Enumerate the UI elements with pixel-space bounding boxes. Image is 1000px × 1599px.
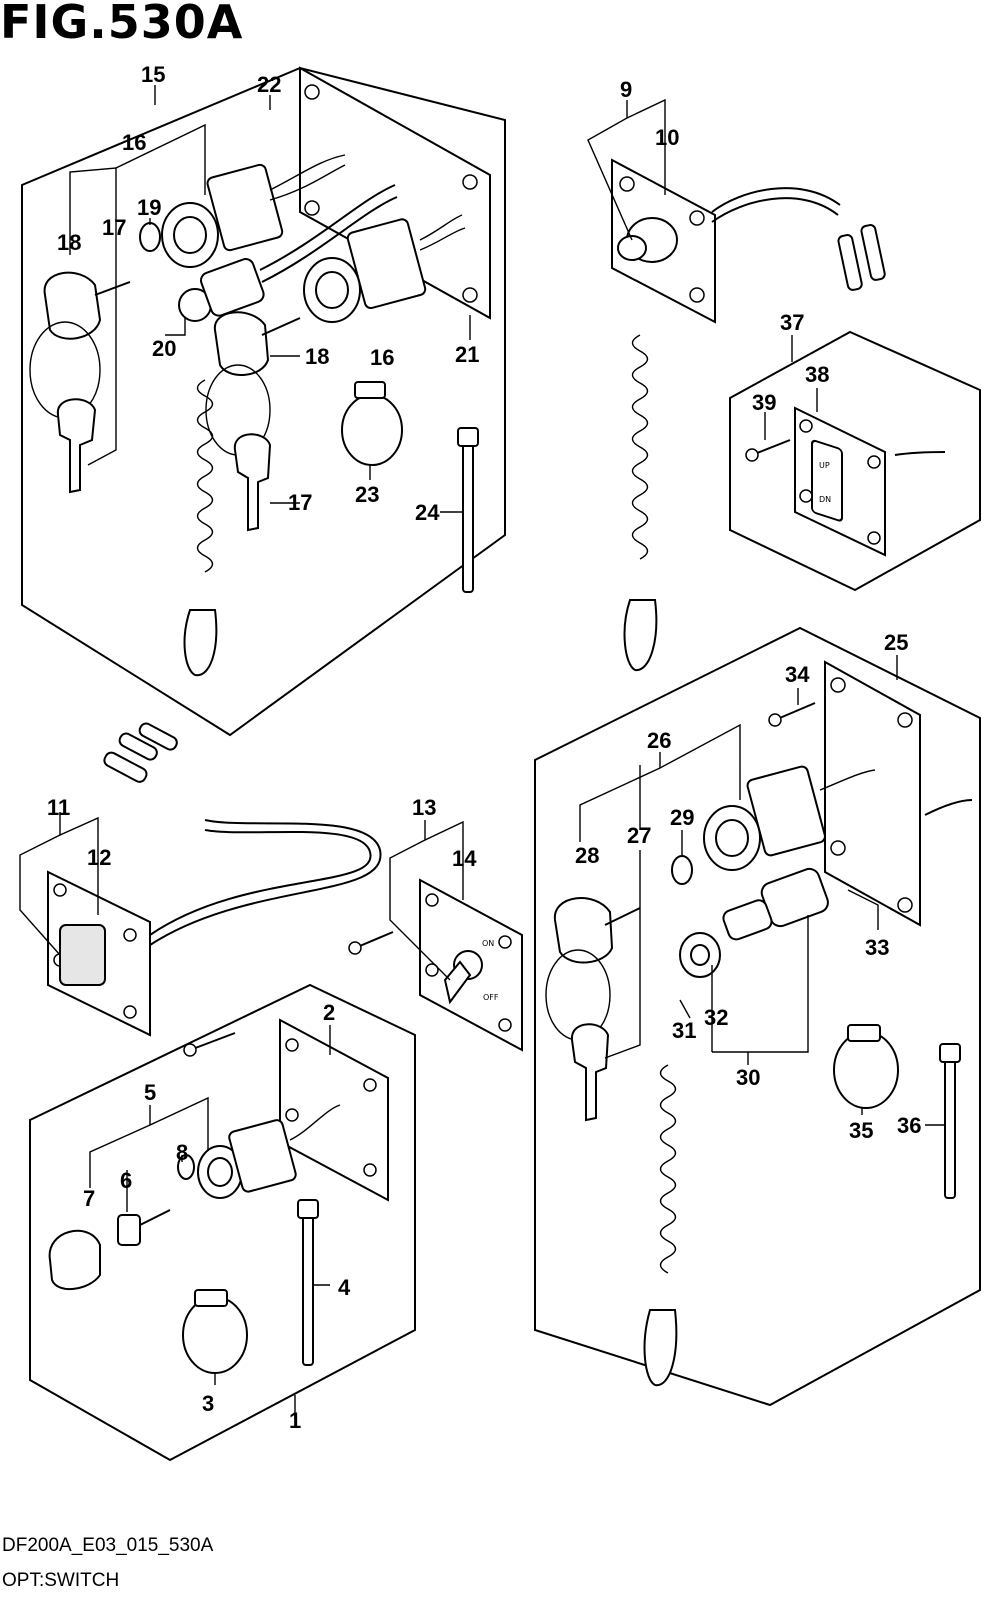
group-25-frame: [534, 626, 981, 1407]
switch-cap-3: [182, 1296, 248, 1374]
callout-10: 10: [655, 125, 679, 150]
toggle-off-label: OFF: [483, 993, 499, 1002]
callout-25: 25: [884, 630, 908, 655]
callout-8: 8: [176, 1140, 188, 1165]
panel-21: [299, 66, 491, 320]
callout-31: 31: [672, 1018, 696, 1043]
group-11-switch-harness: [47, 722, 382, 1037]
callout-29: 29: [670, 805, 694, 830]
lanyard-clip-left: [183, 609, 218, 677]
switch-cap-35: [833, 1031, 899, 1109]
callout-34: 34: [785, 662, 810, 687]
key-cap-18-left: [43, 271, 102, 340]
model-code: DF200A_E03_015_530A: [2, 1535, 214, 1556]
cable-tie-36: [944, 1047, 956, 1199]
cable-tie-4: [302, 1204, 314, 1366]
leader-lines: [19, 85, 945, 1420]
group-15-dual-key-switch-kit: [21, 66, 506, 737]
callout-24: 24: [415, 500, 440, 525]
toggle-on-label: ON: [482, 939, 494, 948]
callout-37: 37: [780, 310, 804, 335]
callout-20: 20: [152, 336, 176, 361]
toggle-lever: [443, 960, 472, 1005]
lanyard-coil-left: [196, 379, 214, 573]
callout-9: 9: [620, 77, 632, 102]
callout-18: 18: [57, 230, 81, 255]
callout-19: 19: [137, 195, 161, 220]
lanyard-clip-top: [623, 599, 658, 672]
group-13-toggle-switch: ON OFF: [348, 878, 523, 1052]
callout-4: 4: [338, 1275, 351, 1300]
trim-up-label: UP: [819, 461, 830, 470]
callout-28: 28: [575, 843, 599, 868]
callout-5: 5: [144, 1080, 156, 1105]
group-37-frame: [729, 330, 981, 592]
callout-38: 38: [805, 362, 829, 387]
lanyard-coil-31: [659, 1064, 677, 1274]
trim-down-label: DN: [819, 495, 831, 504]
rocker-switch: [59, 924, 106, 986]
group-1-frame: [29, 983, 416, 1462]
callout-15: 15: [141, 62, 165, 87]
callout-32: 32: [704, 1005, 728, 1030]
callout-12: 12: [87, 845, 111, 870]
callout-17: 17: [102, 215, 126, 240]
callout-7: 7: [83, 1186, 95, 1211]
key-cap-18-right: [213, 311, 270, 377]
group-9-stop-switch: [611, 158, 886, 672]
cable-tie-24: [462, 431, 474, 593]
callout-13: 13: [412, 795, 436, 820]
screw-39: [751, 439, 791, 456]
panel-2: [279, 1018, 389, 1202]
callout-23: 23: [355, 482, 379, 507]
panel-33: [824, 660, 921, 927]
callout-14: 14: [452, 846, 477, 871]
figure-caption: OPT:SWITCH: [2, 1570, 119, 1591]
callout-36: 36: [897, 1113, 921, 1138]
callout-1: 1: [289, 1408, 301, 1433]
key-17-right: [233, 433, 272, 532]
callout-11: 11: [47, 795, 70, 820]
group-1-key-switch-kit: [29, 983, 416, 1462]
callout-39: 39: [752, 390, 776, 415]
callout-6: 6: [120, 1168, 132, 1193]
key-27: [570, 1023, 610, 1122]
callout-33: 33: [865, 935, 889, 960]
callout-2: 2: [323, 1000, 335, 1025]
callout-numbers: 15 22 16 19 17 18 20 18 16 21 23 24 17 9…: [47, 62, 921, 1433]
switch-cap-23: [341, 394, 403, 466]
figure-title: FIG.530A: [0, 0, 243, 49]
callout-30: 30: [736, 1065, 760, 1090]
lanyard-coil-top: [631, 334, 649, 560]
callout-3: 3: [202, 1391, 214, 1416]
callout-26: 26: [647, 728, 671, 753]
group-37-trim-switch-kit: UP DN: [729, 330, 981, 592]
callout-21: 21: [455, 342, 479, 367]
grommet-19: [139, 222, 161, 252]
key-6: [117, 1214, 141, 1246]
grommet-29: [671, 855, 693, 885]
group-25-key-switch-kit: [534, 626, 981, 1407]
callout-27: 27: [627, 823, 651, 848]
callout-18b: 18: [305, 344, 329, 369]
key-cap-28: [553, 897, 614, 964]
key-17-left: [56, 398, 97, 494]
callout-17b: 17: [288, 490, 312, 515]
callout-16b: 16: [370, 345, 394, 370]
callout-35: 35: [849, 1118, 873, 1143]
lanyard-clip-31: [643, 1309, 678, 1387]
callout-16: 16: [122, 130, 146, 155]
key-cap-7: [48, 1229, 101, 1291]
callout-22: 22: [257, 72, 281, 97]
